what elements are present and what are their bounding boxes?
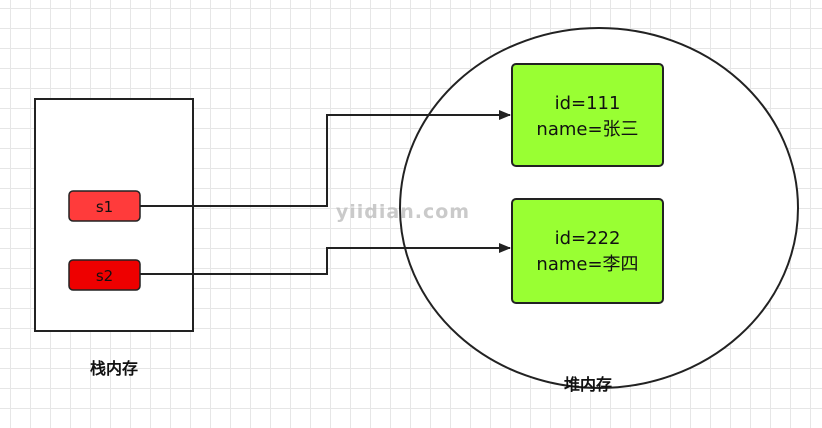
s2-to-object-2-arrow: [140, 243, 511, 275]
stack-ref-s1-label: s1: [96, 198, 113, 216]
heap-object-2-box: [511, 198, 664, 304]
stack-ref-s2-box: [68, 259, 141, 291]
heap-object-1-id: id=111: [555, 93, 621, 114]
s1-to-object-1-arrow: [140, 110, 511, 207]
heap-memory-label: 堆内存: [564, 375, 612, 394]
heap-object-2-name: name=李四: [536, 254, 638, 275]
stack-ref-s1-box: [68, 190, 141, 222]
stack-ref-s2-label: s2: [96, 267, 113, 285]
heap-object-1-box: [511, 63, 664, 167]
heap-object-1-name: name=张三: [536, 119, 638, 140]
heap-object-2-id: id=222: [555, 228, 621, 249]
stack-memory-label: 栈内存: [90, 359, 138, 378]
watermark: yiidian.com: [336, 201, 470, 223]
